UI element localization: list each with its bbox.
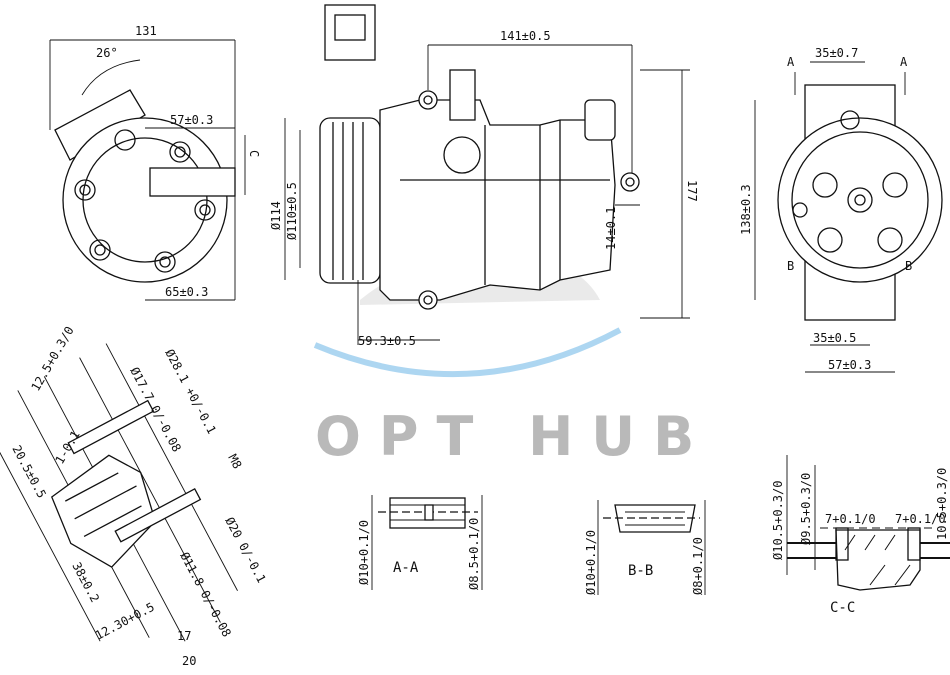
dim-11-8: Ø11.8 0/-0.08	[177, 550, 233, 640]
cc-dim-10-5: Ø10.5+0.3/0	[771, 481, 785, 560]
section-a-left: A	[787, 55, 795, 69]
dim-12-5: 12.5+0.3/0	[28, 324, 76, 394]
dim-12-30: 12.30+0.5	[93, 600, 157, 643]
aa-right-dim: Ø8.5+0.1/0	[467, 518, 481, 590]
aa-label: A-A	[393, 560, 419, 576]
section-a-a: Ø10+0.1/0 Ø8.5+0.1/0 A-A	[357, 495, 483, 590]
connector-icon	[324, 4, 376, 61]
section-b-left: B	[787, 259, 794, 273]
cc-dim-7-left: 7+0.1/0	[825, 512, 876, 526]
dim-131: 131	[135, 24, 157, 38]
thread-m8: M8	[225, 452, 244, 471]
rear-view: A A 35±0.7 138±0.3 B B 35±0.5 57±0.3	[739, 46, 943, 373]
dim-angle: 26°	[96, 46, 118, 60]
aa-left-dim: Ø10+0.1/0	[357, 520, 371, 585]
section-a-right: A	[900, 55, 908, 69]
side-view: 131 26° 57±0.3 65±0.3 C	[49, 24, 261, 301]
dim-35-bottom: 35±0.5	[813, 331, 856, 345]
section-b-right: B	[905, 259, 912, 273]
dim-17: 17	[177, 629, 191, 643]
cc-dim-9-5: Ø9.5+0.3/0	[799, 473, 813, 545]
bb-left-dim: Ø10+0.1/0	[584, 530, 598, 595]
dim-138: 138±0.3	[739, 184, 753, 235]
bb-label: B-B	[628, 563, 653, 579]
dim-14: 14±0.1	[604, 207, 618, 250]
dim-141: 141±0.5	[500, 29, 551, 43]
section-b-b: Ø10+0.1/0 Ø8+0.1/0 B-B	[584, 500, 706, 595]
bb-right-dim: Ø8+0.1/0	[691, 537, 705, 595]
watermark-swoosh	[313, 327, 622, 378]
dim-65: 65±0.3	[165, 285, 208, 299]
dim-57-bottom: 57±0.3	[828, 358, 871, 372]
dim-20-bottom: 20	[182, 654, 196, 668]
dim-38: 38±0.2	[69, 560, 102, 605]
section-mark-c: C	[247, 150, 261, 157]
dim-57: 57±0.3	[170, 113, 213, 127]
dim-114: Ø114	[269, 201, 283, 230]
watermark-text: OPT HUB	[315, 405, 712, 468]
dim-177: 177	[685, 180, 699, 202]
cc-dim-7-right: 7+0.1/0	[895, 512, 946, 526]
front-view: 141±0.5 177 Ø114 Ø110±0.5 14±0.1 59.3±0.…	[269, 4, 699, 348]
dim-59: 59.3±0.5	[358, 334, 416, 348]
cc-label: C-C	[830, 600, 855, 616]
cc-dim-10-5-right: 10.5+0.3/0	[935, 468, 949, 540]
port-detail: 12.5+0.3/0 Ø17.7 0/-0.08 Ø28.1 +0/-0.1 1…	[0, 324, 269, 668]
section-c-c: Ø10.5+0.3/0 Ø9.5+0.3/0 7+0.1/0 7+0.1/0 1…	[771, 455, 950, 616]
dim-35-top: 35±0.7	[815, 46, 858, 60]
dim-110: Ø110±0.5	[285, 182, 299, 240]
dim-20-5: 20.5±0.5	[9, 443, 48, 501]
